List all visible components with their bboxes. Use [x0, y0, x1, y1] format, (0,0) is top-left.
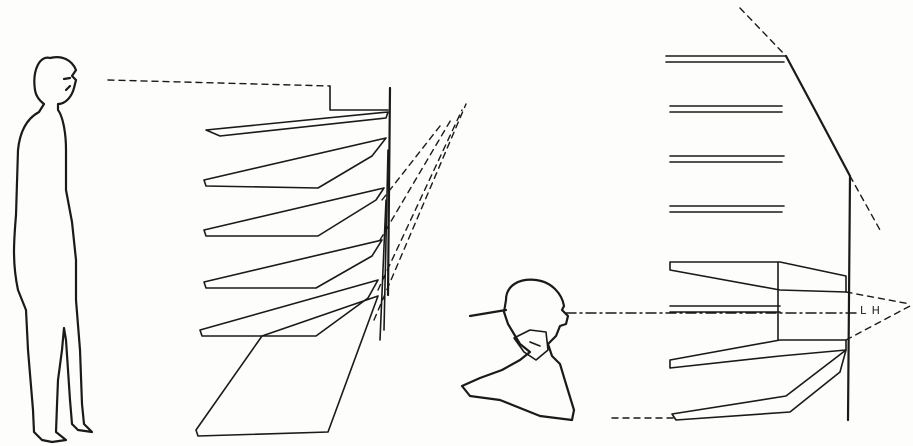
horizon-label: L H	[860, 304, 881, 317]
eye-level-dashed-line	[108, 80, 330, 86]
shelf-wall-elevation	[612, 8, 910, 420]
open-shelf-stack-perspective	[196, 86, 466, 436]
seated-observer-figure	[462, 280, 574, 420]
standing-person-figure	[14, 57, 92, 442]
